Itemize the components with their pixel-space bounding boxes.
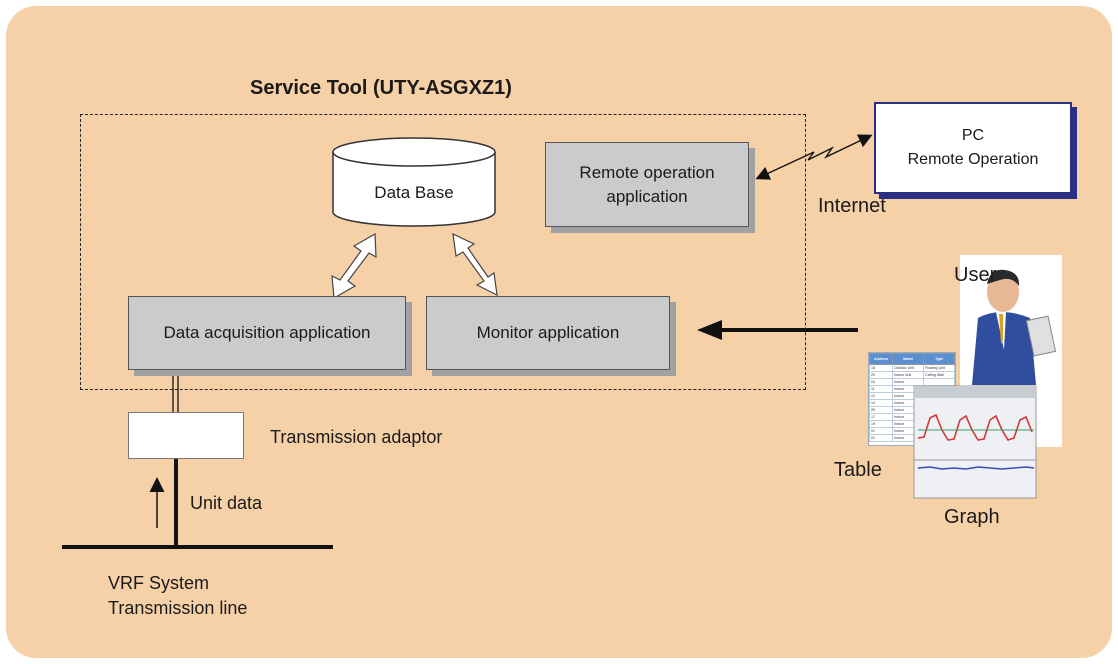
thumbnail-table-cell: 02 <box>869 434 894 442</box>
thumbnail-table-cell: Indoor <box>892 399 925 407</box>
thumbnail-table-cell: 20 <box>869 371 894 379</box>
user-label: User <box>954 264 997 286</box>
thumbnail-table-cell: 14 <box>869 399 894 407</box>
db-monitor-arrow <box>452 232 498 297</box>
service-tool-boundary <box>80 114 806 390</box>
thumbnail-table-cell: 05 <box>869 406 894 414</box>
vrf-line1: VRF System <box>108 573 210 593</box>
thumbnail-table-cell <box>923 413 955 421</box>
thumbnail-table-cell: Indoor <box>892 392 925 400</box>
monitor-label: Monitor application <box>476 323 620 342</box>
thumbnail-table-header: Type <box>923 353 955 365</box>
thumbnail-table-cell: Indoor <box>892 406 925 414</box>
database-label: Data Base <box>374 183 454 202</box>
data-acq-label: Data acquisition application <box>163 323 371 342</box>
thumbnail-table-cell <box>923 406 955 414</box>
thumbnail-table-cell <box>923 427 955 435</box>
internet-label: Internet <box>818 195 886 217</box>
pc-line2: Remote Operation <box>907 151 1039 168</box>
thumbnail-table-cell: Indoor <box>892 434 925 442</box>
thumbnail-table-cell: 11 <box>869 385 894 393</box>
transmission-adaptor-box <box>128 412 244 459</box>
thumbnail-table-cell: Indoor <box>892 385 925 393</box>
pc-line1: PC <box>961 127 985 144</box>
thumbnail-table-cell: 18 <box>869 364 894 372</box>
thumbnail-table-cell: Indoor <box>892 378 925 386</box>
thumbnail-table-cell: Indoor <box>892 427 925 435</box>
monitor-application-box: Monitor application <box>426 296 670 370</box>
thumbnail-table-cell: Indoor Unit <box>892 371 925 379</box>
remote-app-line1: Remote operation <box>579 162 715 182</box>
thumbnail-table-cell <box>923 399 955 407</box>
graph-label: Graph <box>944 506 1000 528</box>
transmission-adaptor-label: Transmission adaptor <box>270 427 443 447</box>
thumbnail-table-cell <box>923 378 955 386</box>
thumbnail-table-cell: 17 <box>869 413 894 421</box>
thumbnail-table-header: Address <box>869 353 894 365</box>
table-label: Table <box>834 459 882 481</box>
internet-link <box>755 134 873 180</box>
pc-remote-operation-box: PC Remote Operation <box>874 102 1072 194</box>
thumbnail-table-cell: 19 <box>869 420 894 428</box>
thumbnail-table-cell <box>923 385 955 393</box>
vrf-line2: Transmission line <box>108 598 248 618</box>
thumbnail-table-cell: 04 <box>869 378 894 386</box>
thumbnail-table-cell: Indoor <box>892 420 925 428</box>
thumbnail-table-cell <box>923 392 955 400</box>
thumbnail-table-cell: 01 <box>869 427 894 435</box>
data-acquisition-application-box: Data acquisition application <box>128 296 406 370</box>
thumbnail-table-header: Model <box>892 353 925 365</box>
thumbnail-table-cell: Outdoor Unit <box>892 364 925 372</box>
thumbnail-table-cell: Ceiling Wall <box>923 371 955 379</box>
thumbnail-table-cell: Indoor <box>892 413 925 421</box>
service-tool-title: Service Tool (UTY-ASGXZ1) <box>250 77 512 99</box>
vrf-label: VRF System Transmission line <box>108 571 247 621</box>
thumbnail-table-cell <box>923 434 955 442</box>
remote-operation-application-box: Remote operation application <box>545 142 749 227</box>
thumbnail-table-cell <box>923 420 955 428</box>
remote-app-line2: application <box>606 186 688 206</box>
unit-data-label: Unit data <box>190 493 263 513</box>
thumbnail-table-cell: 12 <box>869 392 894 400</box>
thumbnail-table-cell: Floating Unit <box>923 364 955 372</box>
